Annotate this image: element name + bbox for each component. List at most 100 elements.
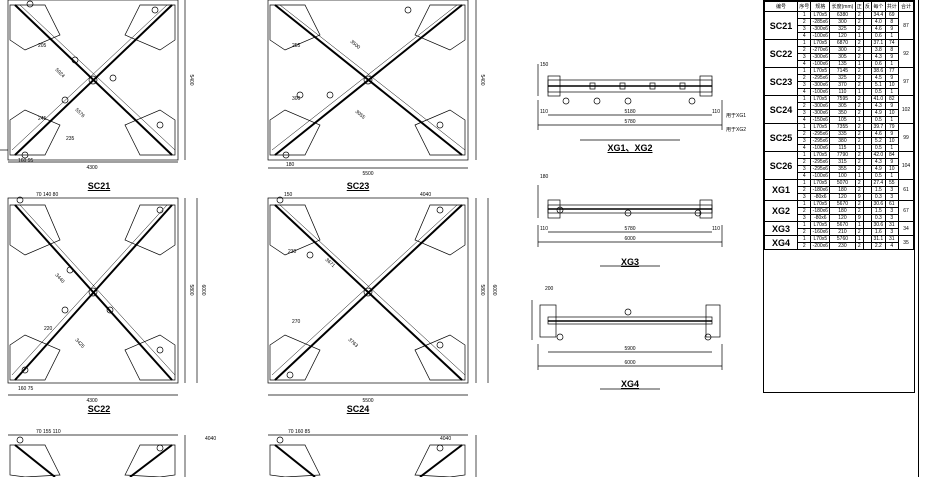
dim-sc22-width: 4300 [86,398,97,404]
group-total: 61 [898,179,914,201]
sc25-diagram-partial [8,434,186,477]
table-cell: 31.1 [871,235,886,243]
table-cell: -295x6 [810,165,831,173]
table-cell: 2 [854,137,864,145]
table-cell: 1 [854,88,864,96]
table-cell: 1 [796,151,812,159]
label-sc21: SC21 [87,181,111,191]
table-cell [862,32,873,40]
table-cell [862,137,873,145]
xg3-diagram [537,185,723,267]
table-cell: 2 [854,158,864,166]
table-header-row: 编号序号规格长度(mm)正反每个共计合计 [764,1,914,12]
table-cell: 1.6 [871,228,886,236]
table-cell: 300 [829,18,856,26]
table-cell: 300 [829,46,856,54]
table-cell: 7790 [829,151,856,159]
table-cell [862,151,873,159]
table-cell: 2 [854,242,864,250]
sc26-diagram-partial [268,434,477,477]
table-cell: -295x6 [810,74,831,82]
table-cell [862,102,873,110]
table-header-cell: 规格 [810,1,831,12]
table-cell: -295x6 [810,130,831,138]
table-cell: 2 [796,46,812,54]
table-cell: 100 [829,172,856,180]
dim-sc21-height: 5400 [188,74,194,85]
group-name: XG4 [764,235,798,250]
table-cell: 3 [884,214,900,222]
table-cell: -100x6 [810,172,831,180]
table-cell [862,116,873,124]
table-cell [862,242,873,250]
dim-xg-5780: 5780 [624,119,635,125]
table-cell: 2 [854,25,864,33]
group-name: XG2 [764,200,798,222]
note-for-xg2: 用于XG2 [726,127,746,133]
xg4-diagram [531,300,723,390]
table-cell: 4.5 [871,74,886,82]
table-cell [862,158,873,166]
table-cell: 4.6 [871,25,886,33]
table-cell: 335 [829,130,856,138]
table-cell [862,172,873,180]
dim-xg-110b: 110 [712,109,720,115]
table-cell [862,46,873,54]
table-cell: 55 [884,179,900,187]
table-cell: 30.6 [871,221,886,229]
dim-220: 220 [44,326,53,332]
table-cell: L70x5 [810,200,831,208]
group-total: 34 [898,221,914,236]
table-cell: 4 [796,116,812,124]
group-name: XG3 [764,221,798,236]
table-cell: -300x6 [810,109,831,117]
dim-70-150: 150 [284,192,293,198]
table-cell: 0.5 [871,116,886,124]
table-cell: 2 [854,18,864,26]
table-cell [862,179,873,187]
dim-270: 270 [292,319,301,325]
group-total: 35 [898,235,914,250]
table-cell: 105 [829,116,856,124]
table-cell: 82 [884,95,900,103]
table-cell [862,88,873,96]
table-cell: 3 [796,214,812,222]
sc22-diagram [7,196,198,396]
table-cell [862,67,873,75]
table-cell: -200x6 [810,242,831,250]
table-header-cell: 编号 [764,1,798,12]
table-cell: -300x6 [810,102,831,110]
table-cell: 42.0 [871,151,886,159]
table-cell: 10 [884,165,900,173]
table-cell: 1 [884,144,900,152]
table-cell: 3 [796,137,812,145]
table-cell: 5.2 [871,137,886,145]
table-cell: 7145 [829,67,856,75]
group-total: 102 [898,95,914,124]
table-cell: 2 [854,46,864,54]
group-total: 92 [898,39,914,68]
table-cell: 5.1 [871,81,886,89]
table-cell: -100x6 [810,88,831,96]
dim-sc23-height: 5400 [479,74,485,85]
table-cell: L70x5 [810,39,831,47]
sc23-diagram [267,0,477,169]
dim-xg-110a: 110 [540,109,548,115]
group-name: XG1 [764,179,798,201]
table-cell: 2 [854,109,864,117]
label-xg12: XG1、XG2 [607,143,653,153]
table-cell: 2 [796,130,812,138]
table-cell: 0.5 [871,88,886,96]
table-cell: 5070 [829,179,856,187]
table-cell: 2 [854,130,864,138]
table-cell: 2 [854,151,864,159]
table-cell: 355 [829,165,856,173]
table-cell: 210 [829,228,856,236]
table-cell: 120 [829,32,856,40]
table-cell [862,207,873,215]
